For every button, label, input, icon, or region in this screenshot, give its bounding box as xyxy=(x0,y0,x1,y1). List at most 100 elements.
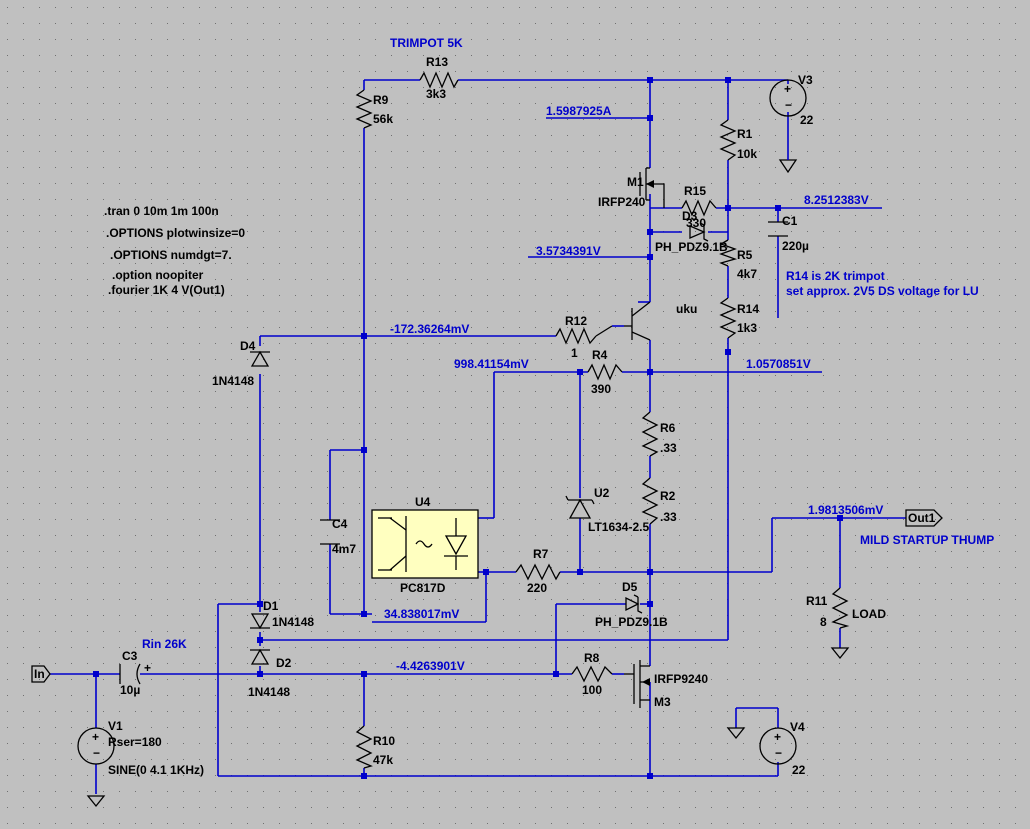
v3-plus-icon: + xyxy=(784,82,791,96)
r11-label: LOAD xyxy=(852,607,886,621)
resistor-r4[interactable]: R4 390 xyxy=(587,348,623,396)
r15-ref: R15 xyxy=(684,184,706,198)
spice-directive-plotwinsize: .OPTIONS plotwinsize=0 xyxy=(106,226,245,240)
r2-ref: R2 xyxy=(660,489,676,503)
capacitor-c3[interactable]: + C3 10µ xyxy=(119,649,151,697)
diode-d1[interactable]: D1 1N4148 xyxy=(250,599,314,630)
node-label-v-gate-m1: 3.5734391V xyxy=(536,244,601,258)
resistor-r10[interactable]: R10 47k xyxy=(355,725,395,769)
u4-ref: U4 xyxy=(415,495,431,509)
d4-ref: D4 xyxy=(240,339,256,353)
voltage-source-v4[interactable]: + − V4 22 xyxy=(759,720,806,777)
r5-value: 4k7 xyxy=(737,267,757,281)
diode-d4[interactable]: D4 1N4148 xyxy=(212,339,270,388)
v1-params: Rser=180 xyxy=(108,735,162,749)
r10-ref: R10 xyxy=(373,734,395,748)
annotation-r14-note-1: R14 is 2K trimpot xyxy=(786,269,885,283)
node-label-i-top: 1.5987925A xyxy=(546,104,612,118)
r13-value: 3k3 xyxy=(426,87,446,101)
v1-plus-icon: + xyxy=(92,730,99,744)
annotation-r14-note-2: set approx. 2V5 DS voltage for LU xyxy=(786,284,979,298)
reference-u2[interactable]: U2 LT1634-2.5 xyxy=(565,486,649,534)
ground-icon xyxy=(830,647,850,660)
d5-value: PH_PDZ9.1B xyxy=(595,615,668,629)
v3-value: 22 xyxy=(800,113,814,127)
junctions xyxy=(93,77,843,779)
r14-ref: R14 xyxy=(737,302,759,316)
in-port-label: In xyxy=(34,667,45,681)
output-port-out1[interactable]: Out1 xyxy=(905,509,943,527)
v1-value: SINE(0 4.1 1KHz) xyxy=(108,763,204,777)
m1-ref: M1 xyxy=(627,175,644,189)
d3-value: PH_PDZ9.1B xyxy=(655,240,728,254)
resistor-r2[interactable]: R2 .33 xyxy=(641,477,677,525)
u4-value: PC817D xyxy=(400,581,446,595)
c1-value: 220µ xyxy=(782,239,809,253)
annotation-trimpot: TRIMPOT 5K xyxy=(390,36,463,50)
r2-value: .33 xyxy=(660,510,677,524)
annotation-rin: Rin 26K xyxy=(142,637,187,651)
voltage-source-v1[interactable]: + − V1 Rser=180 SINE(0 4.1 1KHz) xyxy=(77,719,204,777)
m3-ref: M3 xyxy=(654,695,671,709)
d4-value: 1N4148 xyxy=(212,374,254,388)
resistor-r11[interactable]: R11 8 LOAD xyxy=(806,587,886,629)
voltage-source-v3[interactable]: + − V3 22 xyxy=(769,73,814,127)
ground-icon xyxy=(778,158,798,174)
resistor-r7[interactable]: R7 220 xyxy=(515,547,561,595)
v4-plus-icon: + xyxy=(774,730,781,744)
ground-icon xyxy=(726,727,746,740)
r5-ref: R5 xyxy=(737,248,753,262)
zener-diode-d3[interactable]: D3 PH_PDZ9.1B xyxy=(655,209,728,254)
transistor-q-small[interactable]: uku xyxy=(624,301,697,341)
node-label-v-opto: 34.838017mV xyxy=(384,607,459,621)
node-label-v-out-pos: 8.2512383V xyxy=(804,193,869,207)
resistor-r1[interactable]: R1 10k xyxy=(719,119,757,161)
zener-diode-d5[interactable]: D5 PH_PDZ9.1B xyxy=(595,580,668,629)
c3-value: 10µ xyxy=(120,683,140,697)
v1-minus-icon: − xyxy=(93,746,100,760)
r11-ref: R11 xyxy=(806,594,828,608)
v3-ref: V3 xyxy=(798,73,813,87)
resistor-r12[interactable]: R12 1 xyxy=(555,314,613,360)
node-label-v-r12: -172.36264mV xyxy=(390,322,469,336)
c3-ref: C3 xyxy=(122,649,138,663)
optocoupler-u4[interactable]: U4 PC817D xyxy=(371,495,479,595)
r7-value: 220 xyxy=(527,581,547,595)
r12-value: 1 xyxy=(571,346,578,360)
wires xyxy=(50,79,906,794)
resistor-r6[interactable]: R6 .33 xyxy=(641,411,677,457)
resistor-r5[interactable]: R5 4k7 xyxy=(719,239,757,281)
spice-directive-tran: .tran 0 10m 1m 100n xyxy=(104,204,219,218)
r7-ref: R7 xyxy=(533,547,549,561)
c4-value: 4m7 xyxy=(332,542,356,556)
node-label-v-r4-right: 1.0570851V xyxy=(746,357,811,371)
spice-directive-fourier: .fourier 1K 4 V(Out1) xyxy=(108,283,225,297)
capacitor-c4[interactable]: C4 4m7 xyxy=(320,517,356,556)
r1-value: 10k xyxy=(737,147,757,161)
r8-ref: R8 xyxy=(584,651,600,665)
u2-value: LT1634-2.5 xyxy=(588,520,649,534)
d1-ref: D1 xyxy=(263,599,279,613)
diode-d2[interactable]: D2 1N4148 xyxy=(248,648,292,699)
mosfet-m1[interactable]: M1 IRFP240 xyxy=(598,167,665,209)
r1-ref: R1 xyxy=(737,127,753,141)
resistor-r14[interactable]: R14 1k3 xyxy=(719,297,759,339)
c4-ref: C4 xyxy=(332,517,348,531)
resistor-r8[interactable]: R8 100 xyxy=(571,651,613,697)
r13-ref: R13 xyxy=(426,55,448,69)
r9-ref: R9 xyxy=(373,93,389,107)
m1-value: IRFP240 xyxy=(598,195,646,209)
input-port-in[interactable]: In xyxy=(31,665,51,683)
spice-directive-noopiter: .option noopiter xyxy=(112,268,204,282)
capacitor-c1[interactable]: C1 220µ xyxy=(768,214,809,253)
v4-ref: V4 xyxy=(790,720,805,734)
d2-ref: D2 xyxy=(276,656,292,670)
resistor-r13[interactable]: R13 3k3 xyxy=(419,55,459,101)
mosfet-m3[interactable]: IRFP9240 M3 xyxy=(624,660,708,709)
v4-value: 22 xyxy=(792,763,806,777)
spice-directive-numdgt: .OPTIONS numdgt=7. xyxy=(110,248,232,262)
resistor-r9[interactable]: R9 56k xyxy=(355,89,393,129)
c3-polarity-icon: + xyxy=(144,661,151,675)
r12-ref: R12 xyxy=(565,314,587,328)
